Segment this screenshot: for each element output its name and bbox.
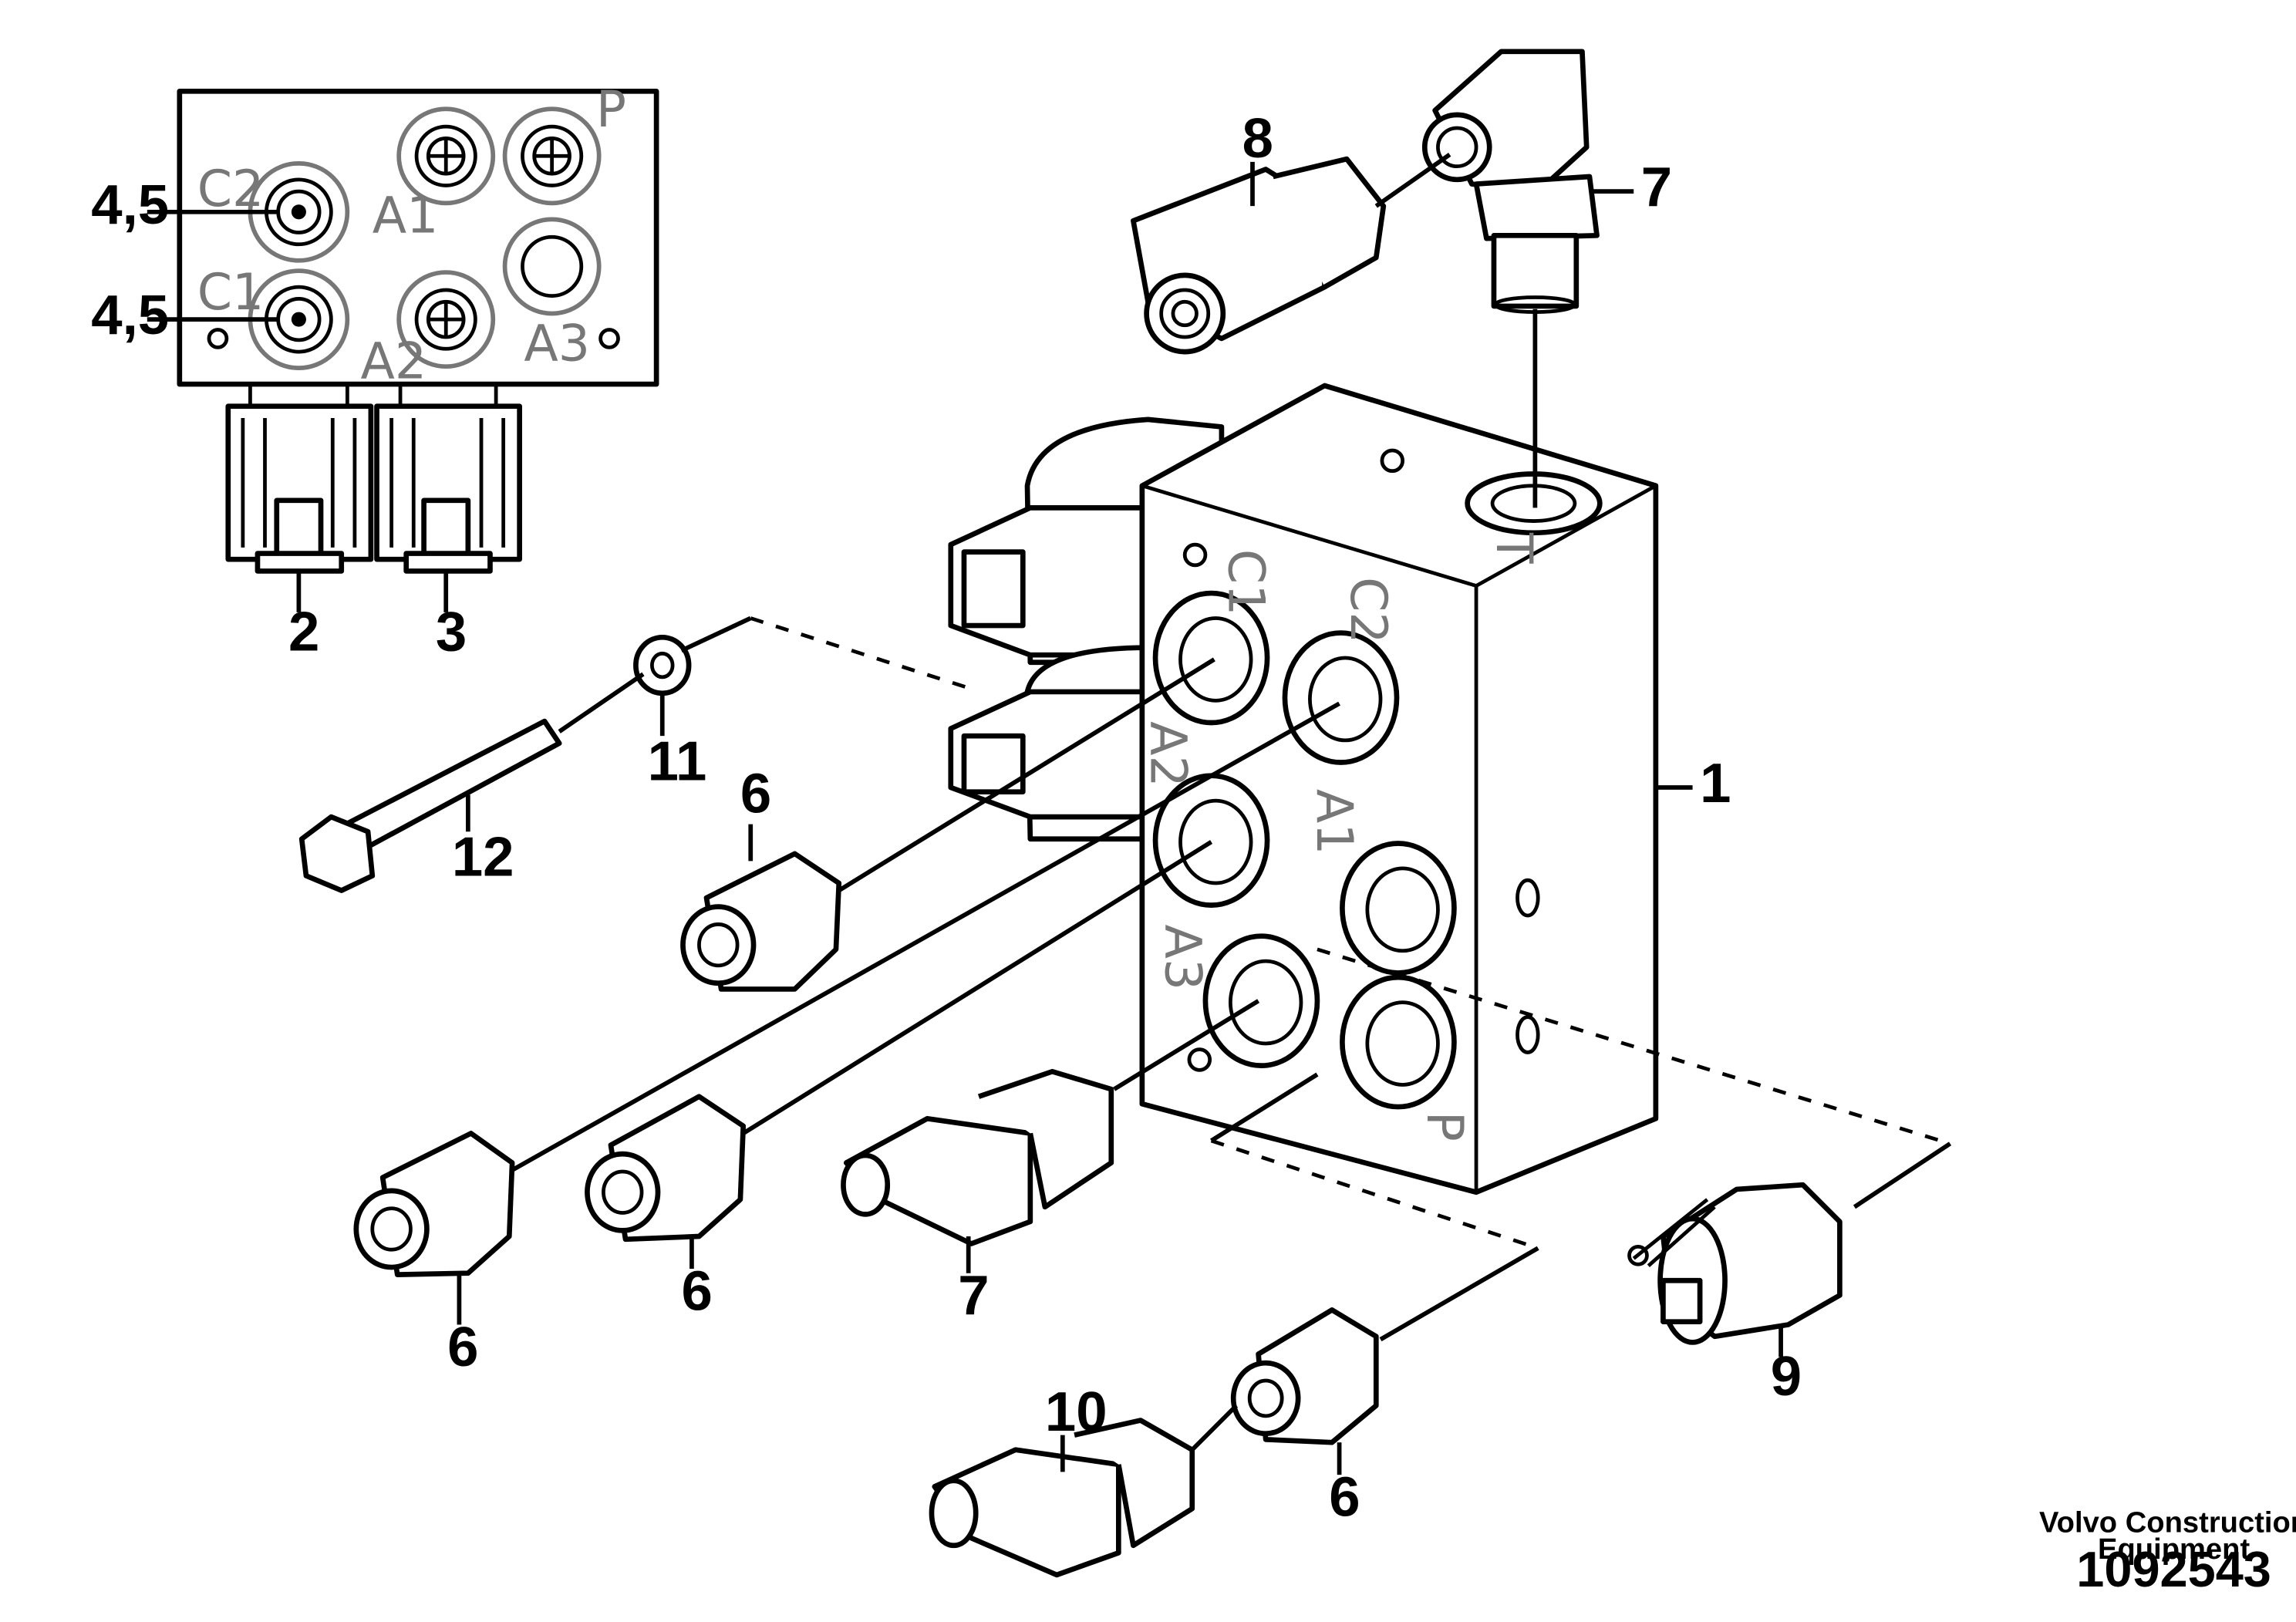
callout-4-5-lower: 4,5	[91, 284, 169, 346]
callout-2: 2	[288, 600, 319, 663]
block-label-t: T	[1485, 532, 1542, 564]
inset-label-c2: C2	[197, 160, 265, 218]
callout-1: 1	[1700, 752, 1731, 814]
block-port-p	[1340, 974, 1457, 1110]
block-label-c1: C1	[1216, 549, 1274, 616]
brand-line-2: Equipment	[2098, 1533, 2250, 1566]
fitting-8	[1131, 156, 1387, 355]
callout-4-5-upper: 4,5	[91, 174, 169, 236]
block-label-a1: A1	[1305, 789, 1363, 855]
callout-9: 9	[1771, 1345, 1802, 1408]
inset-port-a3	[502, 217, 602, 316]
block-label-a2: A2	[1138, 721, 1196, 787]
inset-solenoid-2	[225, 385, 374, 574]
fitting-7-lower	[841, 1068, 1114, 1246]
washer-11	[633, 634, 692, 696]
block-label-c2: C2	[1339, 577, 1397, 644]
fitting-6-middle	[585, 1094, 747, 1243]
callout-3: 3	[436, 600, 467, 663]
brand-line-1: Volvo Construction	[2039, 1506, 2296, 1539]
callout-6-upper: 6	[740, 762, 771, 824]
callout-7-top: 7	[1641, 156, 1672, 218]
callout-12: 12	[452, 825, 514, 888]
inset-label-a1: A1	[373, 187, 439, 245]
callout-10: 10	[1045, 1381, 1108, 1443]
footer: Volvo Construction Equipment 1092543	[2039, 1506, 2296, 1598]
block-port-c1	[1152, 590, 1270, 726]
fitting-6-upper	[680, 851, 842, 992]
callout-6-lower-right: 6	[1329, 1466, 1360, 1529]
fitting-6-lower-right	[1230, 1307, 1379, 1445]
inset-label-c1: C1	[197, 264, 265, 322]
callouts: 4,5 4,5 2 3 8 7 1 11 12 6 6 6 7 9 6 10	[91, 107, 1802, 1528]
inset-label-p: P	[596, 81, 626, 139]
fitting-9	[1627, 1182, 1843, 1345]
fitting-6-left-lower	[353, 1131, 515, 1277]
inset-label-a3: A3	[524, 315, 590, 373]
inset-solenoid-3	[374, 385, 522, 574]
inset-port-a2	[396, 270, 496, 369]
bolt-12	[298, 718, 562, 893]
block-port-a2	[1152, 773, 1270, 908]
inset-port-p	[502, 106, 602, 206]
inset-valve-face: C2 C1 A1 A2 A3 P	[147, 81, 659, 612]
inset-label-a2: A2	[361, 332, 427, 390]
block-port-a3	[1202, 933, 1320, 1068]
fitting-7-top	[1421, 49, 1600, 314]
callout-11: 11	[648, 730, 707, 792]
block-port-a1	[1340, 841, 1457, 976]
valve-block: C1 C2 A2 A1 A3 P T	[948, 383, 1693, 1195]
fitting-10	[929, 1418, 1195, 1578]
callout-6-middle: 6	[682, 1259, 713, 1322]
callout-7-lower: 7	[958, 1264, 989, 1327]
block-label-p: P	[1415, 1111, 1473, 1141]
document-number: 1092543	[2076, 1541, 2271, 1597]
callout-6-left: 6	[447, 1316, 478, 1378]
callout-8: 8	[1242, 107, 1273, 170]
block-label-a3: A3	[1153, 924, 1211, 990]
inset-port-a1	[396, 106, 496, 206]
block-port-c2	[1282, 630, 1400, 765]
